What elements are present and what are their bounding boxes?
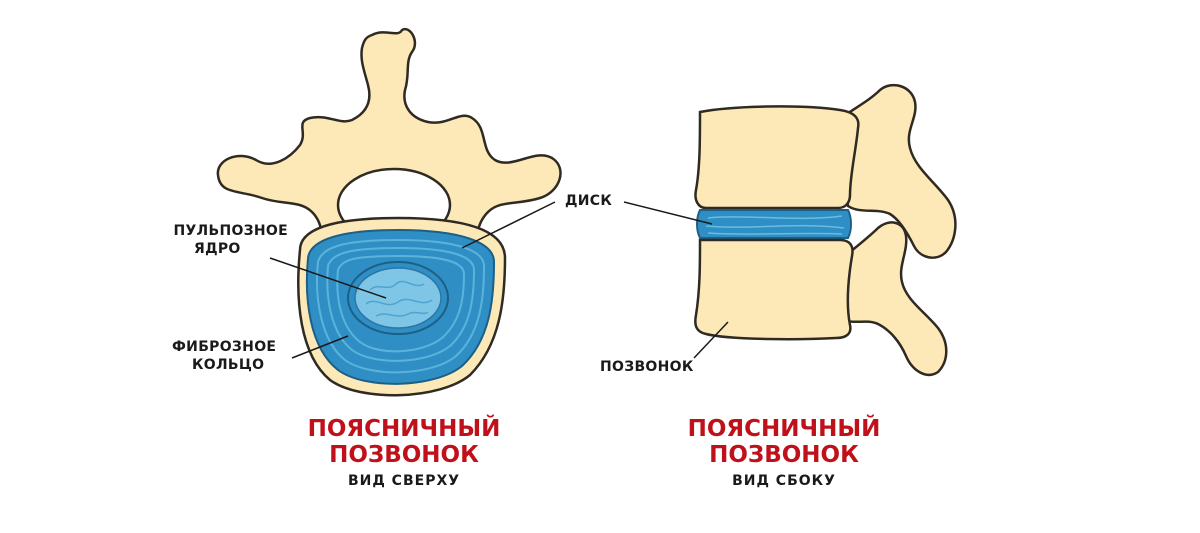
nucleus-core: [354, 267, 442, 329]
leader-vertebra: [693, 321, 729, 359]
leader-disc-top: [461, 201, 556, 249]
label-annulus-line2: КОЛЬЦО: [192, 357, 265, 373]
leader-nucleus: [269, 257, 387, 299]
label-nucleus-line1: ПУЛЬПОЗНОЕ: [173, 223, 288, 239]
left-subtitle: ВИД СВЕРХУ: [347, 473, 461, 489]
right-title-line1: ПОЯСНИЧНЫЙ: [687, 416, 881, 442]
side-view-illustration: [623, 83, 957, 377]
annulus-rings: [316, 238, 486, 374]
right-subtitle: ВИД СБОКУ: [732, 473, 836, 489]
nucleus-texture: [365, 280, 433, 317]
upper-posterior-elements: [836, 83, 957, 259]
right-title-line2: ПОЗВОНОК: [709, 442, 859, 468]
top-view-illustration: [216, 27, 562, 397]
left-title-line1: ПОЯСНИЧНЫЙ: [307, 416, 501, 442]
left-title-line2: ПОЗВОНОК: [329, 442, 479, 468]
lower-posterior-elements: [836, 221, 948, 377]
leader-disc-side: [623, 201, 713, 225]
right-title: ПОЯСНИЧНЫЙ ПОЗВОНОК: [654, 416, 914, 468]
label-annulus: ФИБРОЗНОЕ КОЛЬЦО: [172, 338, 292, 374]
label-nucleus: ПУЛЬПОЗНОЕ ЯДРО: [168, 222, 288, 258]
upper-vertebral-body: [694, 105, 860, 210]
label-vertebra: ПОЗВОНОК: [600, 359, 694, 375]
left-title: ПОЯСНИЧНЫЙ ПОЗВОНОК: [274, 416, 534, 468]
label-nucleus-line2: ЯДРО: [194, 241, 241, 257]
lower-vertebral-body: [694, 238, 854, 341]
label-disc: ДИСК: [565, 193, 613, 209]
leader-annulus: [291, 335, 349, 359]
disc-texture: [705, 215, 845, 235]
label-annulus-line1: ФИБРОЗНОЕ: [172, 339, 277, 355]
